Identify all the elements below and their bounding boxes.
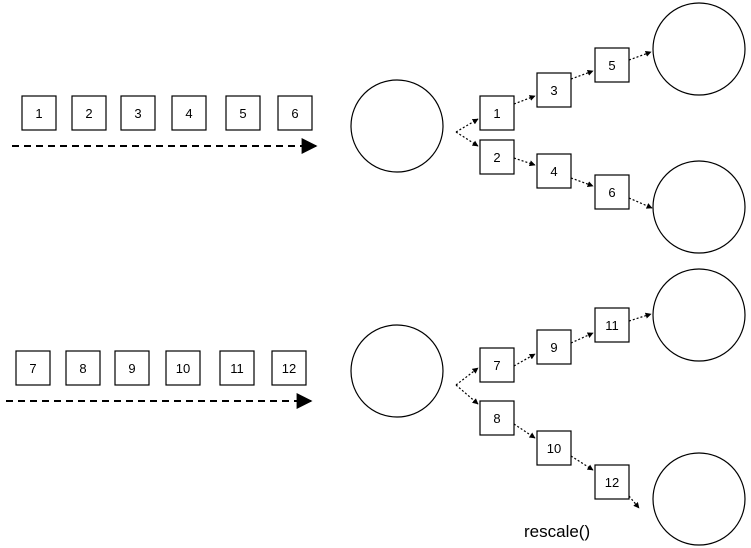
bottom-source-circle — [350, 324, 444, 418]
top-branch-b-arrows — [513, 157, 653, 209]
bottom-sink-circle-b — [652, 452, 746, 546]
svg-text:5: 5 — [608, 58, 615, 73]
queue-item-9: 9 — [114, 350, 150, 386]
branch-node-4: 4 — [536, 153, 572, 189]
svg-text:7: 7 — [493, 358, 500, 373]
rescale-caption: rescale() — [524, 522, 590, 541]
svg-text:8: 8 — [493, 411, 500, 426]
top-branch-a-arrows — [513, 51, 652, 105]
top-sink-circle-a — [652, 2, 746, 96]
svg-text:2: 2 — [493, 150, 500, 165]
queue-item-12: 12 — [271, 350, 307, 386]
bottom-branch-a: 7 9 11 — [479, 307, 630, 383]
svg-text:10: 10 — [176, 361, 190, 376]
queue-item-11: 11 — [219, 350, 255, 386]
branch-node-8: 8 — [479, 400, 515, 436]
top-source-circle — [350, 79, 444, 173]
svg-text:9: 9 — [550, 340, 557, 355]
svg-text:4: 4 — [550, 164, 557, 179]
branch-node-9: 9 — [536, 329, 572, 365]
queue-item-10: 10 — [165, 350, 201, 386]
queue-item-7: 7 — [15, 350, 51, 386]
svg-text:6: 6 — [291, 106, 298, 121]
svg-text:3: 3 — [550, 83, 557, 98]
queue-item-5: 5 — [225, 95, 261, 131]
queue-item-1: 1 — [21, 95, 57, 131]
branch-node-10: 10 — [536, 430, 572, 466]
svg-text:11: 11 — [605, 318, 619, 333]
svg-text:9: 9 — [128, 361, 135, 376]
svg-text:11: 11 — [230, 361, 244, 376]
svg-text:1: 1 — [493, 106, 500, 121]
top-split-arrows — [455, 118, 479, 147]
top-branch-a: 1 3 5 — [479, 47, 630, 131]
svg-text:7: 7 — [29, 361, 36, 376]
branch-node-7: 7 — [479, 347, 515, 383]
branch-node-5: 5 — [594, 47, 630, 83]
queue-item-8: 8 — [65, 350, 101, 386]
svg-text:10: 10 — [547, 441, 561, 456]
bottom-queue: 7 8 9 10 11 12 — [15, 350, 307, 386]
branch-node-3: 3 — [536, 72, 572, 108]
branch-node-11: 11 — [594, 307, 630, 343]
top-queue: 1 2 3 4 5 6 — [21, 95, 313, 131]
queue-item-4: 4 — [171, 95, 207, 131]
branch-node-12: 12 — [594, 464, 630, 500]
queue-item-2: 2 — [71, 95, 107, 131]
svg-text:6: 6 — [608, 185, 615, 200]
bottom-split-arrows — [455, 367, 479, 405]
top-sink-circle-b — [652, 160, 746, 254]
bottom-branch-b: 8 10 12 — [479, 400, 630, 500]
branch-node-6: 6 — [594, 174, 630, 210]
svg-text:8: 8 — [79, 361, 86, 376]
top-branch-b: 2 4 6 — [479, 139, 630, 210]
svg-text:12: 12 — [282, 361, 296, 376]
bottom-branch-a-arrows — [513, 312, 652, 367]
svg-text:1: 1 — [35, 106, 42, 121]
queue-item-6: 6 — [277, 95, 313, 131]
bottom-branch-b-arrows — [513, 423, 640, 509]
bottom-sink-circle-a — [652, 268, 746, 362]
svg-text:12: 12 — [605, 475, 619, 490]
branch-node-2: 2 — [479, 139, 515, 175]
svg-text:3: 3 — [134, 106, 141, 121]
branch-node-1: 1 — [479, 95, 515, 131]
queue-item-3: 3 — [120, 95, 156, 131]
svg-text:4: 4 — [185, 106, 192, 121]
svg-text:2: 2 — [85, 106, 92, 121]
svg-text:5: 5 — [239, 106, 246, 121]
